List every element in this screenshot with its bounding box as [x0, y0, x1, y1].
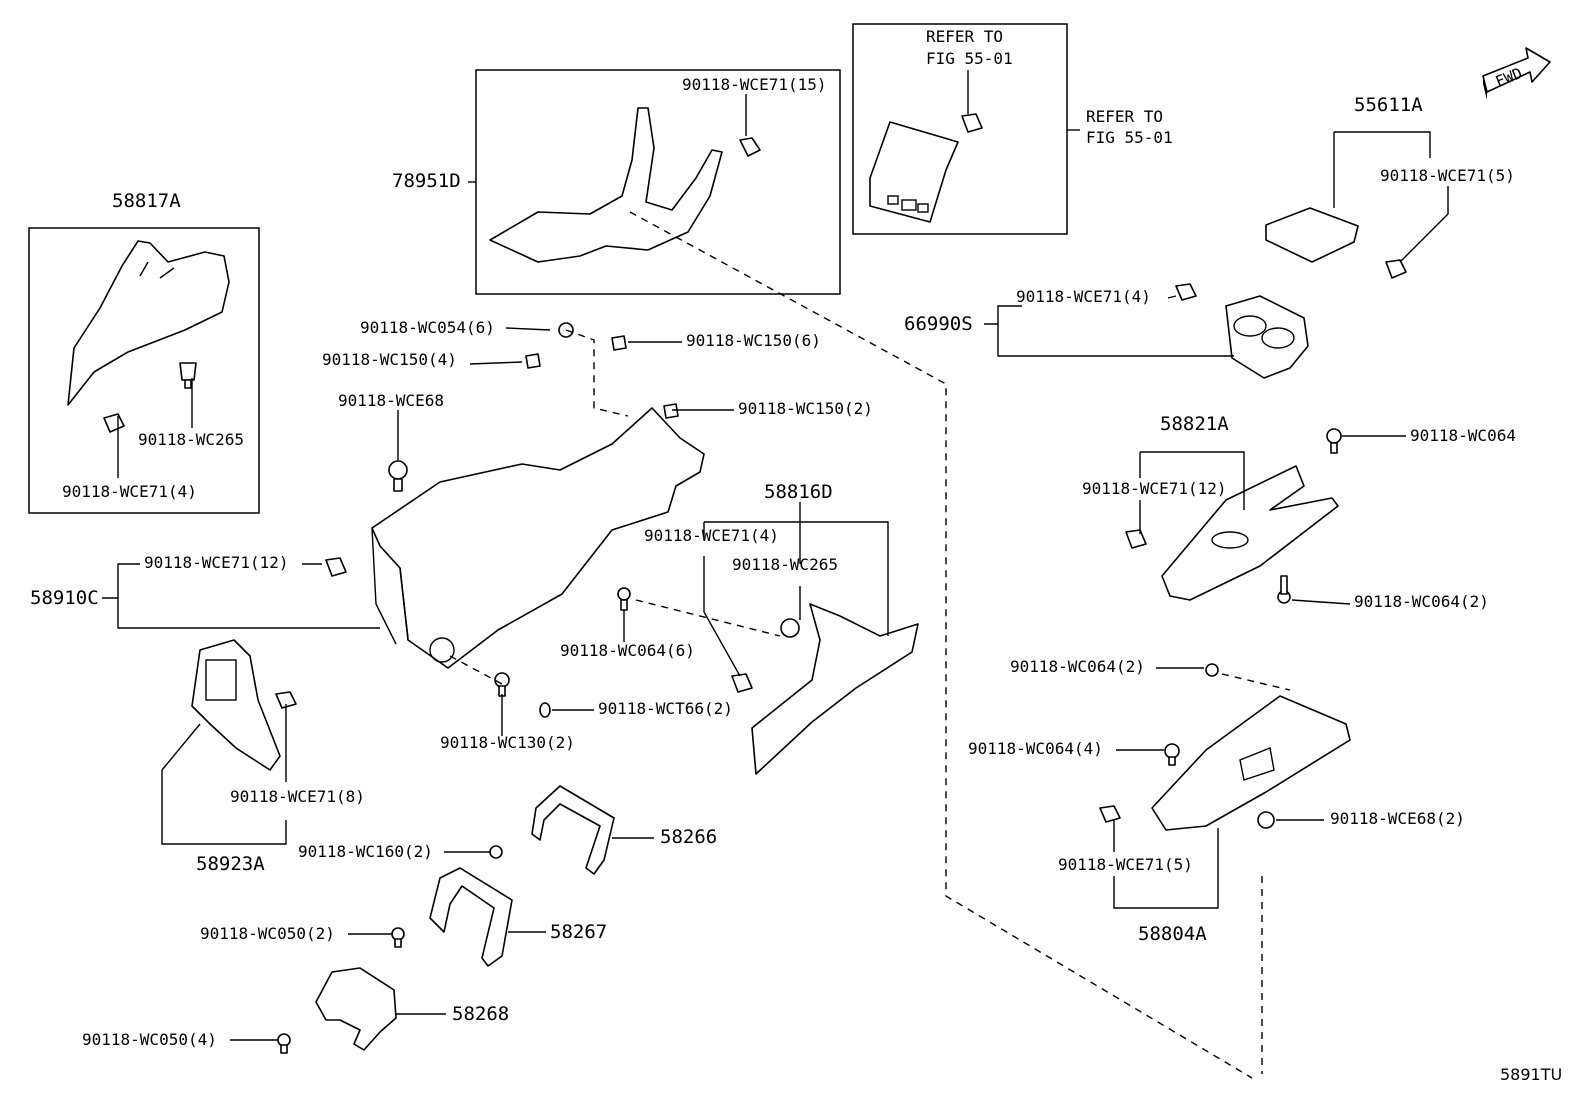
label-58816d: 58816D: [764, 481, 833, 503]
label-wc064-6: 90118-WC064(6): [560, 641, 695, 660]
label-78951d: 78951D: [392, 170, 461, 192]
clip-icon: [739, 137, 761, 157]
label-wc265-mid: 90118-WC265: [732, 555, 838, 574]
clip-icon: [961, 113, 983, 133]
label-58266: 58266: [660, 826, 717, 848]
screw-icon: [1326, 428, 1342, 454]
label-58923a: 58923A: [196, 853, 265, 875]
clip-icon: [1385, 259, 1407, 279]
clip-icon: [1125, 529, 1147, 549]
dashed-reference-line: [629, 211, 1253, 1079]
label-58804a: 58804A: [1138, 923, 1207, 945]
part-58267-bracket: [429, 867, 513, 967]
clip-icon: [388, 460, 408, 492]
screw-icon: [1277, 575, 1291, 604]
label-58268: 58268: [452, 1003, 509, 1025]
clip-icon: [179, 362, 197, 389]
box-58817a: [28, 227, 260, 514]
part-58266-bracket: [531, 785, 615, 875]
label-wc064: 90118-WC064: [1410, 426, 1516, 445]
part-58923a-panel: [191, 639, 281, 771]
part-refer-panel: [869, 121, 959, 223]
clip-icon: [1175, 283, 1197, 301]
label-wc050-2: 90118-WC050(2): [200, 924, 335, 943]
part-58817a-panel: [67, 240, 230, 406]
label-wce71-12-left: 90118-WCE71(12): [144, 553, 289, 572]
clip-icon: [617, 587, 631, 611]
label-58817a: 58817A: [112, 190, 181, 212]
screw-icon: [494, 672, 510, 697]
clip-icon: [1099, 805, 1121, 823]
bolt-icon: [277, 1033, 291, 1054]
clip-icon: [325, 557, 347, 577]
refer-line2-b: FIG 55-01: [1086, 128, 1173, 147]
label-wce68: 90118-WCE68: [338, 391, 444, 410]
part-66990s-cupholder: [1225, 295, 1309, 379]
refer-line1-a: REFER TO: [926, 27, 1003, 46]
part-58910c-console: [371, 407, 705, 669]
label-wce68-2: 90118-WCE68(2): [1330, 809, 1465, 828]
clip-icon: [611, 335, 627, 351]
label-wct66-2: 90118-WCT66(2): [598, 699, 733, 718]
label-58821a: 58821A: [1160, 413, 1229, 435]
label-wc064-4: 90118-WC064(4): [968, 739, 1103, 758]
label-wc160-2: 90118-WC160(2): [298, 842, 433, 861]
clip-icon: [663, 403, 679, 419]
label-55611a: 55611A: [1354, 94, 1423, 116]
label-66990s: 66990S: [904, 313, 973, 335]
fwd-arrow-icon: FWD: [1482, 47, 1551, 100]
part-58816d-panel: [751, 603, 919, 775]
clip-icon: [525, 353, 541, 369]
label-wc265-left: 90118-WC265: [138, 430, 244, 449]
part-58268-bracket: [315, 967, 397, 1051]
bolt-icon: [391, 927, 405, 948]
label-wc150-6: 90118-WC150(6): [686, 331, 821, 350]
refer-line1-b: REFER TO: [1086, 107, 1163, 126]
part-58804a-panel: [1151, 695, 1351, 831]
label-wce71-4-mid: 90118-WCE71(4): [644, 526, 779, 545]
label-wce71-5-top: 90118-WCE71(5): [1380, 166, 1515, 185]
box-78951d: [475, 69, 841, 295]
refer-line2-a: FIG 55-01: [926, 49, 1013, 68]
diagram-code: 5891TU: [1500, 1065, 1562, 1084]
part-55611a-pad: [1265, 207, 1359, 263]
screw-icon: [1205, 663, 1219, 677]
clip-icon: [731, 673, 753, 693]
clip-icon: [275, 691, 297, 709]
label-58267: 58267: [550, 921, 607, 943]
part-78951d-cover: [489, 107, 723, 263]
label-wc064-2-lower: 90118-WC064(2): [1010, 657, 1145, 676]
label-wce71-5-lower: 90118-WCE71(5): [1058, 855, 1193, 874]
label-58910c: 58910C: [30, 587, 99, 609]
label-wce71-12-right: 90118-WCE71(12): [1082, 479, 1227, 498]
label-wc150-2: 90118-WC150(2): [738, 399, 873, 418]
box-refer: [852, 23, 1068, 235]
label-wce71-4-left: 90118-WCE71(4): [62, 482, 197, 501]
label-wc150-4: 90118-WC150(4): [322, 350, 457, 369]
clip-icon: [1257, 811, 1275, 829]
nut-icon: [489, 845, 503, 859]
label-wc130-2: 90118-WC130(2): [440, 733, 575, 752]
screw-icon: [1164, 743, 1180, 766]
label-wce71-15: 90118-WCE71(15): [682, 75, 827, 94]
clip-icon: [103, 413, 125, 433]
part-58821a-panel: [1161, 465, 1339, 601]
label-wc064-2-right: 90118-WC064(2): [1354, 592, 1489, 611]
grommet-icon: [539, 702, 551, 718]
label-wce71-4-top: 90118-WCE71(4): [1016, 287, 1151, 306]
label-wce71-8: 90118-WCE71(8): [230, 787, 365, 806]
label-wc054-6: 90118-WC054(6): [360, 318, 495, 337]
clip-icon: [780, 618, 800, 638]
label-wc050-4: 90118-WC050(4): [82, 1030, 217, 1049]
